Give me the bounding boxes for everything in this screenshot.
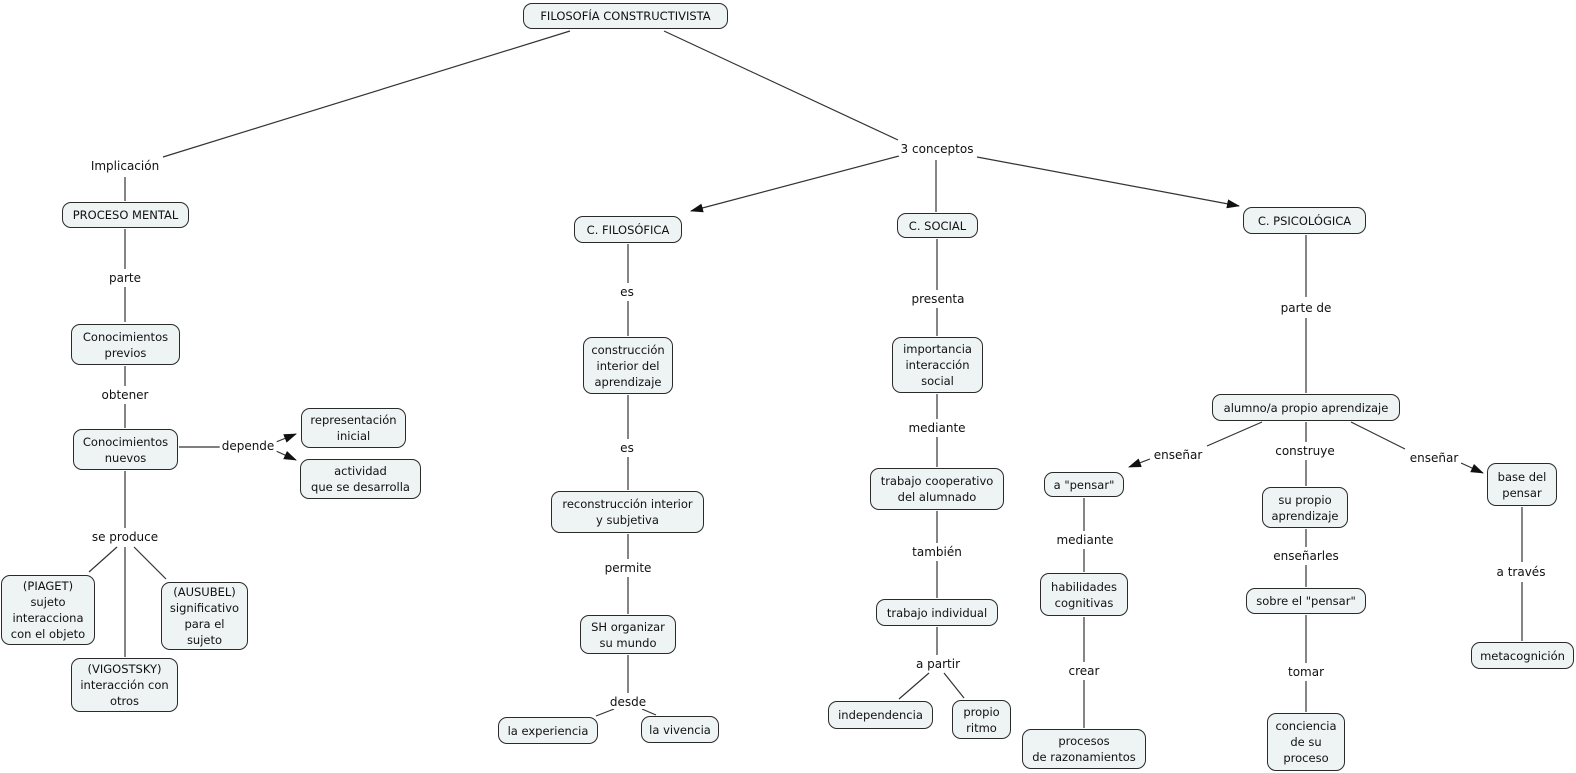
concept-node-piaget[interactable]: (PIAGET) sujeto interacciona con el obje… bbox=[1, 575, 95, 645]
edge-ensenar-der-to-base-del-pensar bbox=[1460, 462, 1484, 474]
edge-filosofia-constructivista-to-implicacion bbox=[162, 30, 571, 158]
concept-node-independencia[interactable]: independencia bbox=[828, 701, 933, 729]
edge-desde-to-la-experiencia bbox=[595, 708, 615, 717]
concept-node-vigostsky[interactable]: (VIGOSTSKY) interacción con otros bbox=[71, 658, 178, 712]
concept-node-actividad-que-se-desarrolla[interactable]: actividad que se desarrolla bbox=[300, 459, 421, 499]
concept-node-a-pensar[interactable]: a "pensar" bbox=[1044, 472, 1124, 497]
concept-node-procesos-razonamientos[interactable]: procesos de razonamientos bbox=[1022, 729, 1146, 769]
edge-a-partir-to-independencia bbox=[898, 672, 930, 700]
link-label-construye[interactable]: construye bbox=[1273, 444, 1337, 458]
concept-node-trabajo-individual[interactable]: trabajo individual bbox=[876, 599, 998, 626]
concept-node-ausubel[interactable]: (AUSUBEL) significativo para el sujeto bbox=[161, 582, 248, 650]
edge-alumno-propio-aprendizaje-to-ensenar-der bbox=[1350, 421, 1406, 450]
link-label-parte-de[interactable]: parte de bbox=[1278, 301, 1334, 315]
link-label-crear[interactable]: crear bbox=[1066, 664, 1102, 678]
edge-se-produce-to-piaget bbox=[88, 546, 118, 573]
concept-node-base-del-pensar[interactable]: base del pensar bbox=[1487, 463, 1557, 506]
concept-node-sh-organizar[interactable]: SH organizar su mundo bbox=[580, 615, 676, 654]
concept-node-c-psicologica[interactable]: C. PSICOLÓGICA bbox=[1243, 207, 1366, 234]
edge-tres-conceptos-to-c-psicologica bbox=[976, 156, 1240, 209]
concept-node-proceso-mental[interactable]: PROCESO MENTAL bbox=[62, 202, 189, 228]
edge-filosofia-constructivista-to-tres-conceptos bbox=[663, 30, 899, 141]
concept-node-representacion-inicial[interactable]: representación inicial bbox=[301, 408, 406, 448]
edge-depende-to-representacion-inicial bbox=[275, 433, 297, 443]
concept-node-reconstruccion-interior[interactable]: reconstrucción interior y subjetiva bbox=[551, 491, 704, 533]
edge-desde-to-la-vivencia bbox=[641, 708, 657, 716]
concept-node-filosofia-constructivista[interactable]: FILOSOFÍA CONSTRUCTIVISTA bbox=[523, 3, 728, 29]
link-label-parte[interactable]: parte bbox=[107, 271, 143, 285]
concept-node-conocimientos-nuevos[interactable]: Conocimientos nuevos bbox=[73, 429, 178, 470]
link-label-depende[interactable]: depende bbox=[219, 439, 277, 453]
concept-node-la-experiencia[interactable]: la experiencia bbox=[498, 717, 598, 744]
link-label-a-partir[interactable]: a partir bbox=[913, 657, 963, 671]
concept-node-habilidades-cognitivas[interactable]: habilidades cognitivas bbox=[1040, 573, 1128, 616]
concept-node-alumno-propio-aprendizaje[interactable]: alumno/a propio aprendizaje bbox=[1212, 394, 1400, 421]
concept-node-su-propio-aprendizaje[interactable]: su propio aprendizaje bbox=[1262, 487, 1348, 528]
link-label-es-2[interactable]: es bbox=[618, 441, 636, 455]
concept-node-metacognicion[interactable]: metacognición bbox=[1471, 642, 1574, 669]
link-label-desde[interactable]: desde bbox=[607, 695, 649, 709]
concept-node-c-filosofica[interactable]: C. FILOSÓFICA bbox=[574, 216, 682, 243]
link-label-tomar[interactable]: tomar bbox=[1285, 665, 1327, 679]
edge-a-partir-to-propio-ritmo bbox=[943, 672, 965, 699]
concept-node-conciencia-proceso[interactable]: conciencia de su proceso bbox=[1267, 713, 1345, 771]
link-label-mediante-1[interactable]: mediante bbox=[906, 421, 968, 435]
link-label-mediante-2[interactable]: mediante bbox=[1054, 533, 1116, 547]
concept-node-propio-ritmo[interactable]: propio ritmo bbox=[952, 700, 1011, 739]
link-label-se-produce[interactable]: se produce bbox=[89, 530, 161, 544]
concept-node-importancia-interaccion[interactable]: importancia interacción social bbox=[892, 337, 983, 393]
link-label-ensenarles[interactable]: enseñarles bbox=[1271, 549, 1341, 563]
link-label-a-traves[interactable]: a través bbox=[1494, 565, 1548, 579]
edge-tres-conceptos-to-c-filosofica bbox=[690, 155, 900, 213]
link-label-implicacion[interactable]: Implicación bbox=[88, 159, 162, 173]
link-label-tres-conceptos[interactable]: 3 conceptos bbox=[898, 142, 976, 156]
edge-se-produce-to-ausubel bbox=[133, 546, 167, 580]
concept-node-construccion-interior[interactable]: construcción interior del aprendizaje bbox=[583, 337, 673, 394]
link-label-obtener[interactable]: obtener bbox=[99, 388, 151, 402]
edge-depende-to-actividad-que-se-desarrolla bbox=[275, 450, 297, 461]
link-label-ensenar-der[interactable]: enseñar bbox=[1407, 451, 1461, 465]
concept-node-trabajo-cooperativo[interactable]: trabajo cooperativo del alumnado bbox=[870, 468, 1004, 510]
concept-node-la-vivencia[interactable]: la vivencia bbox=[641, 716, 719, 743]
concept-node-conocimientos-previos[interactable]: Conocimientos previos bbox=[71, 324, 180, 365]
concept-node-sobre-el-pensar[interactable]: sobre el "pensar" bbox=[1246, 588, 1366, 614]
link-label-ensenar-izq[interactable]: enseñar bbox=[1151, 448, 1205, 462]
link-label-permite[interactable]: permite bbox=[602, 561, 654, 575]
link-label-tambien[interactable]: también bbox=[910, 545, 964, 559]
link-label-es-1[interactable]: es bbox=[618, 285, 636, 299]
link-label-presenta[interactable]: presenta bbox=[909, 292, 967, 306]
edge-ensenar-izq-to-a-pensar bbox=[1128, 458, 1151, 468]
edge-alumno-propio-aprendizaje-to-ensenar-izq bbox=[1206, 421, 1263, 447]
concept-node-c-social[interactable]: C. SOCIAL bbox=[897, 213, 978, 238]
